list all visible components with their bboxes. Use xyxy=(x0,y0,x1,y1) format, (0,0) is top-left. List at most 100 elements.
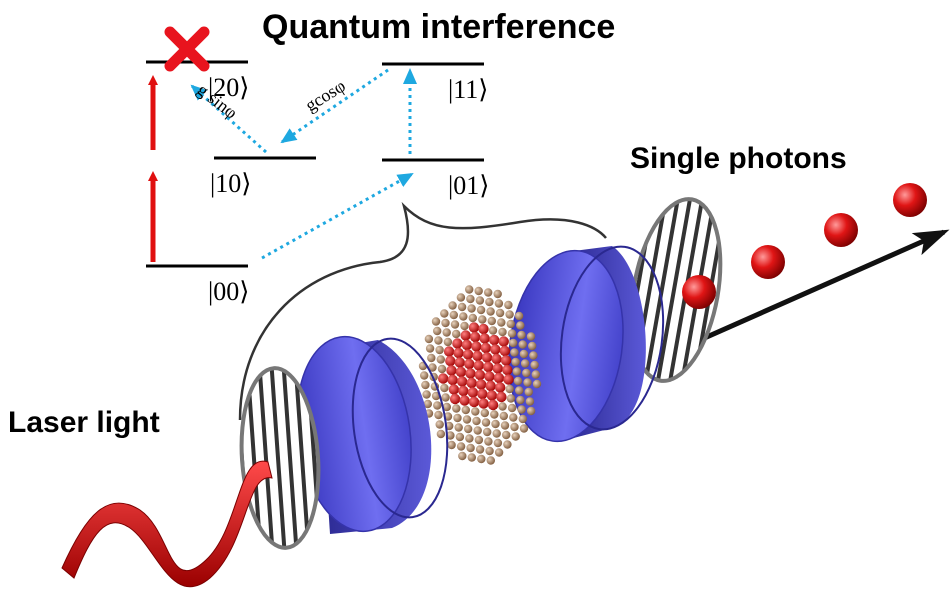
lattice-atom xyxy=(474,286,483,296)
lattice-atom xyxy=(464,424,473,434)
coupling-label-gcosphi: gcosφ xyxy=(302,75,349,115)
lattice-atom xyxy=(440,383,449,393)
lattice-atom xyxy=(465,434,474,443)
lattice-atom xyxy=(448,301,457,310)
lattice-atom xyxy=(441,318,450,328)
right-cavity-mirror xyxy=(508,245,665,443)
emitter-atom xyxy=(487,399,499,411)
lattice-atom xyxy=(460,321,469,331)
emitter-atom xyxy=(459,395,470,406)
lattice-atom xyxy=(435,420,444,429)
emitter-atom xyxy=(490,344,501,355)
emitter-atom xyxy=(498,336,509,347)
ket-00: |00⟩ xyxy=(208,277,249,306)
emitter-atom xyxy=(468,396,480,408)
emitter-atom xyxy=(446,365,457,376)
lattice-atom xyxy=(467,453,476,462)
lattice-atom xyxy=(453,413,462,423)
lattice-atom xyxy=(466,294,475,304)
emitter-atom xyxy=(453,347,464,359)
lattice-atom xyxy=(517,330,526,340)
lattice-atom xyxy=(510,348,519,357)
lattice-atom xyxy=(475,445,485,454)
lattice-atom xyxy=(498,402,507,411)
single-photons-label: Single photons xyxy=(630,142,847,175)
lattice-atom xyxy=(525,397,535,406)
quantum-interference-title: Quantum interference xyxy=(262,8,615,46)
lattice-atom xyxy=(493,289,502,299)
sphere-icon xyxy=(824,213,858,247)
emitter-atom xyxy=(449,393,461,405)
lattice-atom xyxy=(487,316,496,326)
emitter-atom xyxy=(476,379,487,390)
lattice-atom xyxy=(446,431,455,440)
lattice-atom xyxy=(454,423,463,432)
lattice-atom xyxy=(498,327,507,337)
emitter-atom xyxy=(495,382,506,393)
lattice-atom xyxy=(442,328,451,337)
lattice-atom xyxy=(431,317,441,326)
laser-light-label: Laser light xyxy=(8,406,160,439)
lattice-atom xyxy=(528,341,537,351)
lattice-atom xyxy=(512,367,521,376)
lattice-atom xyxy=(466,443,475,453)
lattice-atom xyxy=(459,312,468,321)
emitter-atom xyxy=(491,353,502,365)
lattice-atom xyxy=(504,300,513,310)
lattice-atom xyxy=(495,308,505,318)
lattice-atom xyxy=(526,332,536,341)
lattice-atom xyxy=(518,414,527,424)
ket-10: |10⟩ xyxy=(210,169,251,198)
emitter-atom xyxy=(493,372,505,384)
lattice-atom xyxy=(476,305,486,315)
emitter-atom xyxy=(483,361,494,373)
lattice-atom xyxy=(468,313,477,323)
lattice-atom xyxy=(424,334,434,344)
lattice-atom xyxy=(484,437,493,446)
lattice-atom xyxy=(505,310,514,319)
lattice-atom xyxy=(491,419,500,429)
lattice-atom xyxy=(494,299,504,308)
lattice-atom xyxy=(458,451,467,461)
emitter-atom xyxy=(458,385,469,397)
lattice-atom xyxy=(455,432,465,442)
lattice-atom xyxy=(428,363,437,372)
lattice-atom xyxy=(503,440,512,449)
emitter-atom xyxy=(484,371,495,382)
emitter-atom xyxy=(480,342,492,354)
lattice-atom xyxy=(452,404,461,413)
lattice-atom xyxy=(509,413,518,422)
emitter-atom xyxy=(485,380,496,392)
emitter-atom xyxy=(467,387,479,398)
emitter-atom xyxy=(447,374,458,386)
emitter-atom xyxy=(454,357,465,368)
emitter-atom xyxy=(500,355,512,366)
lattice-atom xyxy=(477,454,486,464)
lattice-atom xyxy=(481,418,491,427)
lattice-atom xyxy=(520,359,530,368)
emitter-atom xyxy=(457,376,468,387)
lattice-atom xyxy=(523,378,532,387)
lattice-atom xyxy=(452,329,461,339)
emitter-atom xyxy=(481,352,493,363)
lattice-atom xyxy=(449,310,458,320)
emitter-atom xyxy=(478,398,489,409)
lattice-atom xyxy=(440,309,449,318)
lattice-atom xyxy=(509,338,518,348)
lattice-atom xyxy=(507,403,517,413)
sphere-icon xyxy=(751,245,785,279)
energy-level-diagram: |20⟩ |10⟩ |00⟩ |11⟩ |01⟩ gcosφ g sinφ xyxy=(146,26,489,306)
lattice-atom xyxy=(450,320,460,329)
lattice-atom xyxy=(475,296,485,305)
lattice-atom xyxy=(524,387,533,397)
lattice-atom xyxy=(517,405,526,414)
lattice-atom xyxy=(436,429,446,439)
lattice-atom xyxy=(519,349,529,359)
emitter-atom xyxy=(468,322,480,333)
emitter-atom xyxy=(478,323,489,335)
emitter-atom xyxy=(474,369,486,381)
lattice-atom xyxy=(511,432,520,441)
emitter-atom xyxy=(496,391,507,403)
lattice-atom xyxy=(493,438,503,448)
lattice-atom xyxy=(435,345,444,355)
